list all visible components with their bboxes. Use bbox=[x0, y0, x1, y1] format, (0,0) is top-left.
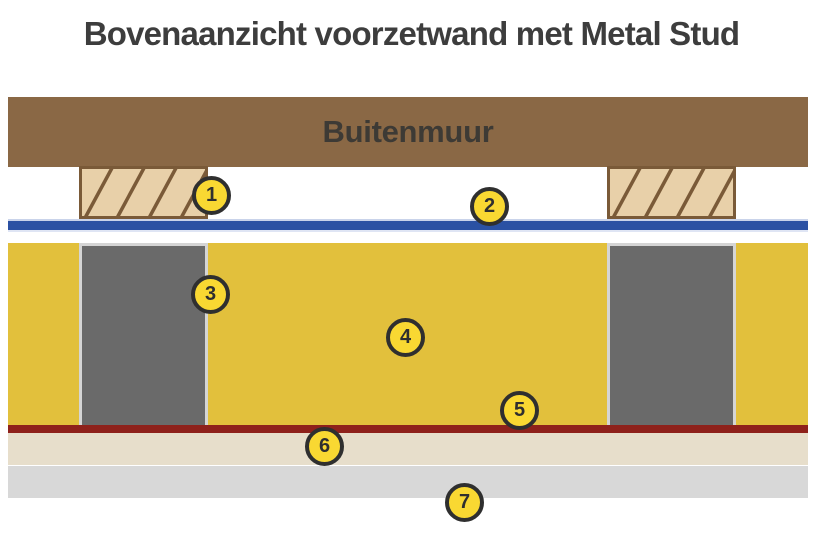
marker-badge-5: 5 bbox=[500, 391, 539, 430]
marker-badge-7: 7 bbox=[445, 483, 484, 522]
wood-batten-block-right bbox=[607, 166, 736, 221]
outer-wall-label: Buitenmuur bbox=[322, 114, 494, 149]
wood-hatch-icon bbox=[79, 166, 208, 221]
gray-finish-layer bbox=[8, 466, 808, 498]
wood-batten-block-left bbox=[79, 166, 208, 221]
marker-badge-1: 1 bbox=[192, 176, 231, 215]
outer-wall-bar: Buitenmuur bbox=[8, 97, 808, 167]
red-membrane-layer-line bbox=[8, 425, 808, 433]
marker-badge-4: 4 bbox=[386, 318, 425, 357]
marker-badge-3: 3 bbox=[191, 275, 230, 314]
beige-board-layer bbox=[8, 433, 808, 465]
marker-badge-6: 6 bbox=[305, 427, 344, 466]
blue-foil-layer-line bbox=[8, 219, 808, 232]
marker-badge-2: 2 bbox=[470, 187, 509, 226]
wood-hatch-icon bbox=[607, 166, 736, 221]
metal-stud-right bbox=[607, 243, 736, 425]
metal-stud-left bbox=[79, 243, 208, 425]
diagram-title: Bovenaanzicht voorzetwand met Metal Stud bbox=[83, 15, 740, 52]
